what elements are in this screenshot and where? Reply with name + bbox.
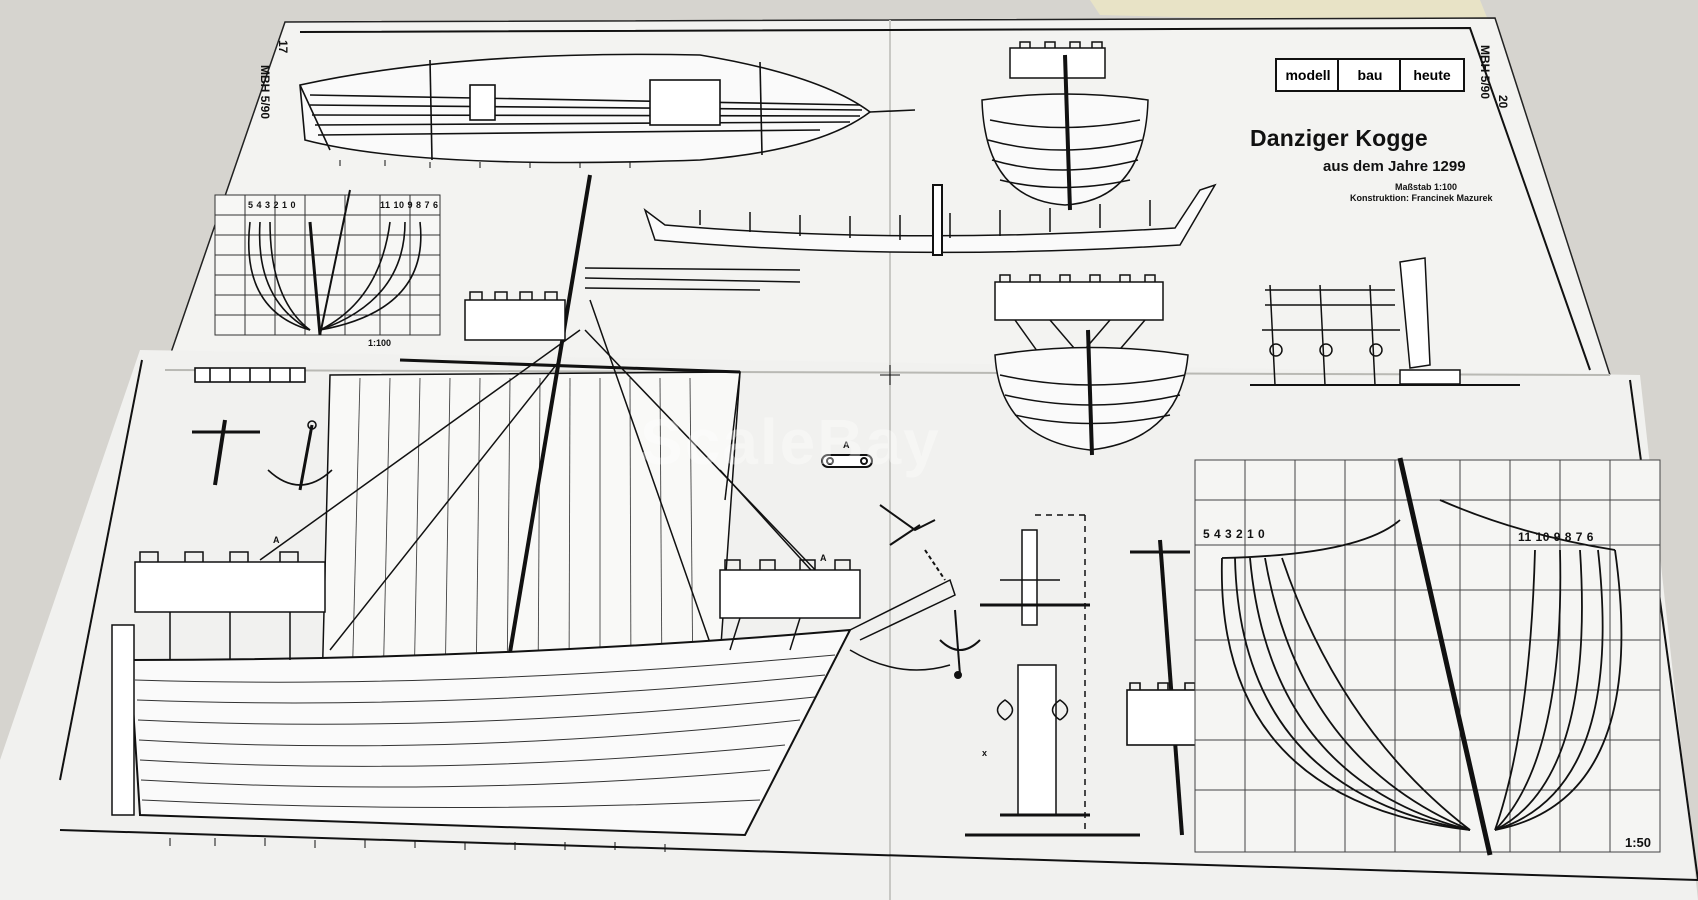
issue-label-left: MBH 5/90 [258, 65, 272, 120]
masthead-detail [1126, 539, 1208, 836]
rail-side-view [643, 183, 1217, 256]
deck-plan-top-view [299, 53, 916, 164]
shackle-detail [821, 454, 873, 468]
deadeye-rigging-detail [1250, 257, 1520, 386]
marker-a-middle: A [843, 440, 850, 450]
brand-word-2: bau [1357, 67, 1383, 83]
anchor-detail-middle [879, 504, 981, 679]
page-number-left: 17 [276, 40, 290, 54]
plan-border-left [59, 359, 143, 781]
frame-numbers-large-left: 5 4 3 2 1 0 [1203, 527, 1266, 541]
brand-logo-part-2: bau [1337, 58, 1403, 92]
bow-view-upper [981, 41, 1149, 211]
body-plan-small [214, 189, 441, 336]
windlass-detail [965, 514, 1140, 837]
frame-numbers-small-left: 5 4 3 2 1 0 [248, 200, 297, 210]
issue-label-right: MBH 5/90 [1478, 45, 1492, 100]
marker-a-left: A [273, 535, 280, 545]
plan-title: Danziger Kogge [1250, 125, 1428, 151]
frame-numbers-small-right: 11 10 9 8 7 6 [380, 200, 439, 210]
registration-ticks [169, 160, 900, 852]
plan-border-top [299, 26, 1591, 371]
brand-word-3: heute [1413, 67, 1451, 83]
brand-logo-part-3: heute [1399, 58, 1465, 92]
bow-view-lower [994, 274, 1189, 456]
fold-line-horizontal [164, 369, 1611, 376]
body-plan-large [1194, 457, 1661, 856]
marker-a-right: A [820, 553, 827, 563]
main-ship-side-view [111, 174, 956, 837]
page-number-right: 20 [1496, 95, 1510, 109]
plan-border-bottom [59, 829, 1698, 881]
scale-note: Maßstab 1:100 [1395, 182, 1458, 192]
marker-x: x [982, 748, 988, 758]
construction-credit: Konstruktion: Francinek Mazurek [1350, 193, 1493, 203]
watermark: ScaleBay [640, 406, 941, 478]
plan-subtitle: aus dem Jahre 1299 [1323, 158, 1466, 175]
brand-logo-part-1: modell [1275, 58, 1341, 92]
frame-numbers-large-right: 11 10 9 8 7 6 [1518, 530, 1594, 544]
small-plan-scale: 1:100 [368, 338, 392, 348]
anchor-details-left [192, 367, 333, 491]
brand-word-1: modell [1285, 67, 1331, 83]
large-plan-scale: 1:50 [1625, 835, 1652, 850]
